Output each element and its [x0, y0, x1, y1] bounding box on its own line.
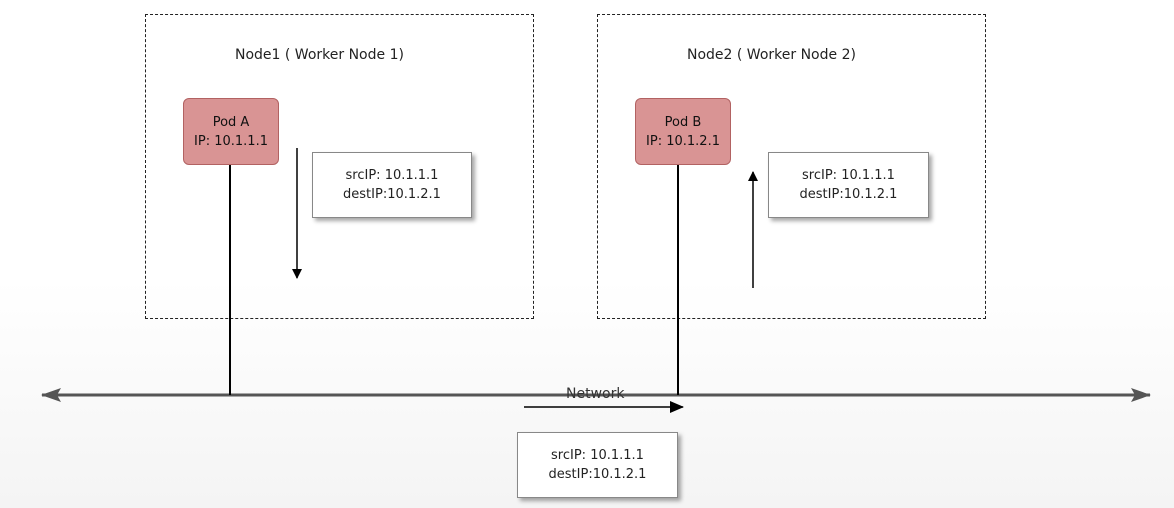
node2-title: Node2 ( Worker Node 2) [687, 47, 856, 63]
pod-a-ip: IP: 10.1.1.1 [194, 134, 268, 149]
network-label: Network [566, 386, 625, 402]
packet-src: srcIP: 10.1.1.1 [345, 168, 439, 183]
packet-src: srcIP: 10.1.1.1 [551, 448, 644, 463]
packet-dest: destIP:10.1.2.1 [799, 187, 898, 202]
packet-src: srcIP: 10.1.1.1 [802, 168, 895, 183]
node1-title: Node1 ( Worker Node 1) [235, 47, 404, 63]
node1-box [145, 14, 534, 319]
packet-label-network: srcIP: 10.1.1.1 destIP:10.1.2.1 [517, 432, 678, 498]
pod-a-name: Pod A [212, 115, 250, 130]
node2-box [597, 14, 986, 319]
pod-b-ip: IP: 10.1.2.1 [646, 134, 720, 149]
packet-label-node2: srcIP: 10.1.1.1 destIP:10.1.2.1 [768, 152, 929, 218]
packet-dest: destIP:10.1.2.1 [343, 187, 441, 202]
pod-a: Pod A IP: 10.1.1.1 [183, 98, 279, 165]
packet-label-node1: srcIP: 10.1.1.1 destIP:10.1.2.1 [312, 152, 472, 218]
packet-dest: destIP:10.1.2.1 [548, 467, 647, 482]
pod-b-name: Pod B [664, 115, 702, 130]
pod-b: Pod B IP: 10.1.2.1 [635, 98, 731, 165]
